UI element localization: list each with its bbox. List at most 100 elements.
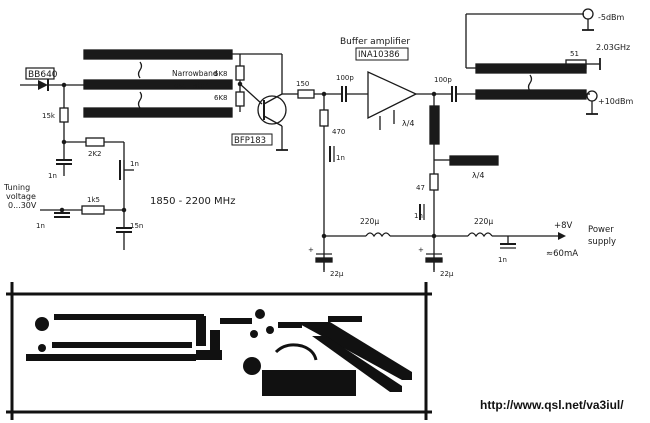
resonator-line-bottom xyxy=(83,107,233,118)
osc-label-line1: Narrowband xyxy=(172,69,218,78)
resistor-15k xyxy=(59,107,69,123)
transistor-bfp183 xyxy=(257,95,287,125)
label-1n-f: 1n xyxy=(498,256,507,264)
label-1n-c: 1n xyxy=(36,222,45,230)
lambda-quarter-stub-b xyxy=(449,155,499,166)
label-15n: 15n xyxy=(130,222,143,230)
plus-mark: + xyxy=(418,246,424,254)
label-1n-d: 1n xyxy=(336,154,345,162)
resistor-47 xyxy=(429,173,439,191)
label-15k: 15k xyxy=(42,112,56,120)
pcb-pad xyxy=(196,316,206,346)
output-frequency-label: 2.03GHz xyxy=(596,43,630,52)
pcb-pad xyxy=(210,330,220,354)
transistor-label: BFP183 xyxy=(234,136,266,146)
output-minus5-label: -5dBm xyxy=(598,13,625,22)
resistor-470 xyxy=(319,109,329,127)
junction xyxy=(321,233,327,239)
transistor-emitter xyxy=(263,115,283,127)
junction xyxy=(431,233,437,239)
pcb-pad xyxy=(243,357,261,375)
inductor-220u-b xyxy=(467,232,493,238)
amp-part-box xyxy=(355,47,409,61)
pcb-pad xyxy=(266,326,274,334)
current-label: ≈60mA xyxy=(546,249,578,259)
coupling-mark xyxy=(137,61,143,79)
source-url: http://www.qsl.net/va3iul/ xyxy=(480,398,624,412)
coupling-mark xyxy=(527,74,533,92)
amp-part-label: INA10386 xyxy=(358,50,400,60)
resistor-150 xyxy=(297,89,315,99)
label-1n-e: 1n xyxy=(414,212,423,220)
varactor-diode xyxy=(38,80,48,90)
pcb-trace xyxy=(54,314,204,320)
output-plus10-label: +10dBm xyxy=(598,97,633,106)
label-100p-in: 100p xyxy=(336,74,354,82)
label-2k2: 2K2 xyxy=(88,150,102,158)
pcb-traces xyxy=(26,309,412,396)
lambda-label-a: λ/4 xyxy=(402,119,415,128)
label-470: 470 xyxy=(332,128,345,136)
tuning-label-line3: 0...30V xyxy=(8,201,37,210)
pcb-pad xyxy=(196,350,222,360)
transistor-label-box xyxy=(231,133,273,146)
resistor-6k8-a xyxy=(235,65,245,81)
pcb-trace-curve xyxy=(274,343,318,361)
resistor-6k8-b xyxy=(235,91,245,107)
label-1k5: 1k5 xyxy=(87,196,100,204)
supply-voltage-label: +8V xyxy=(554,221,573,231)
pcb-trace xyxy=(220,318,252,324)
diode-label-box xyxy=(25,67,55,80)
pcb-ground-pad xyxy=(262,370,356,396)
coupling-mark xyxy=(137,91,143,109)
pcb-layout xyxy=(6,282,432,420)
pcb-pad xyxy=(250,330,258,338)
plus-mark: + xyxy=(308,246,314,254)
pcb-pad xyxy=(255,309,265,319)
label-220u-b: 220μ xyxy=(474,217,493,226)
label-6k8-a: 6K8 xyxy=(214,70,228,78)
label-1n-b: 1n xyxy=(130,160,139,168)
label-47: 47 xyxy=(416,184,425,192)
pcb-pad xyxy=(35,317,49,331)
label-22u-a: 22μ xyxy=(330,270,344,278)
resistor-1k5 xyxy=(81,205,105,215)
pcb-trace xyxy=(26,354,196,361)
pcb-trace xyxy=(278,322,302,328)
label-51: 51 xyxy=(570,50,579,58)
buffer-amp-label: Buffer amplifier xyxy=(340,37,410,47)
power-label-line2: supply xyxy=(588,237,616,247)
inductor-220u-a xyxy=(365,232,391,238)
pcb-trace xyxy=(328,316,362,322)
cap-plate xyxy=(425,257,443,263)
lambda-label-b: λ/4 xyxy=(472,171,485,180)
tuning-label-line2: voltage xyxy=(6,192,36,201)
pcb-trace xyxy=(312,336,402,392)
frequency-range-label: 1850 - 2200 MHz xyxy=(150,196,235,207)
label-100p-out: 100p xyxy=(434,76,452,84)
resistor-2k2 xyxy=(85,137,105,147)
tuning-label-line1: Tuning xyxy=(3,183,30,192)
buffer-amplifier xyxy=(367,70,418,120)
power-label-line1: Power xyxy=(588,225,614,235)
lambda-quarter-stub-a xyxy=(429,105,440,145)
resonator-line-top xyxy=(83,49,233,60)
supply-arrow xyxy=(558,232,566,240)
output-port-plus10 xyxy=(586,90,598,102)
label-150: 150 xyxy=(296,80,309,88)
label-6k8-b: 6K8 xyxy=(214,94,228,102)
label-220u-a: 220μ xyxy=(360,217,379,226)
diode-part-label: BB640 xyxy=(28,70,58,80)
label-1n-a: 1n xyxy=(48,172,57,180)
junction xyxy=(59,207,65,213)
output-coupler-bottom xyxy=(475,89,587,100)
output-port-minus5 xyxy=(582,8,594,20)
osc-label-line2: oscillator xyxy=(174,81,209,90)
transistor-collector xyxy=(263,93,283,105)
cap-plate xyxy=(315,257,333,263)
pcb-pad xyxy=(38,344,46,352)
wire xyxy=(239,83,263,105)
label-22u-b: 22μ xyxy=(440,270,454,278)
